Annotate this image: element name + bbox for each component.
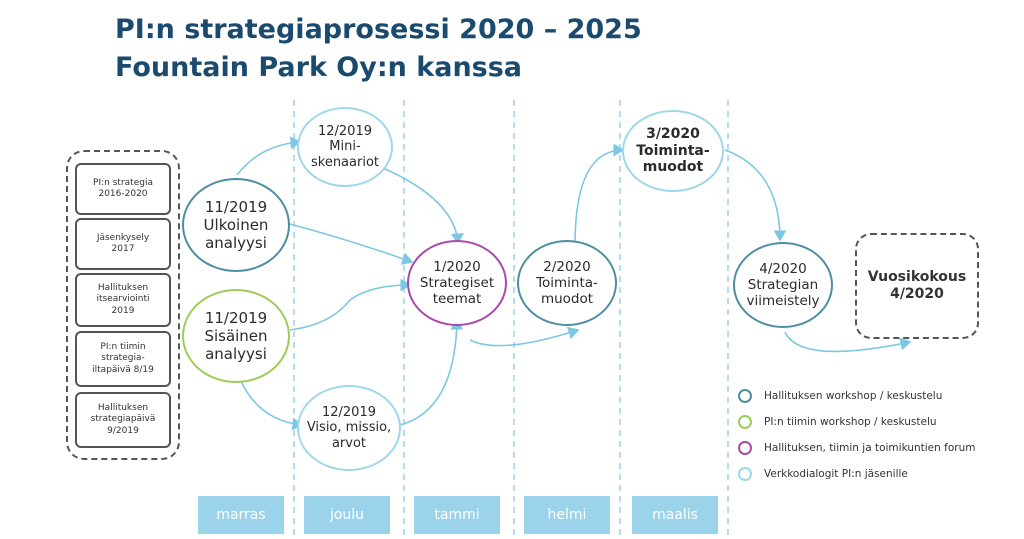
node-toimintamuodot-maalis: 3/2020 Toiminta- muodot [622,110,724,192]
legend-circle-icon [738,467,752,481]
legend-hallitus: Hallituksen workshop / keskustelu [738,389,942,403]
source-tiimin-strategia: PI:n tiimin strategia- iltapäivä 8/19 [75,331,171,387]
sources-group [66,150,180,460]
legend-forum: Hallituksen, tiimin ja toimikuntien foru… [738,441,975,455]
node-visio-missio-arvot: 12/2019 Visio, missio, arvot [297,385,401,471]
node-strategian-viimeistely: 4/2020 Strategian viimeistely [733,242,833,328]
legend-circle-icon [738,389,752,403]
node-ulkoinen-analyysi: 11/2019 Ulkoinen analyysi [182,178,290,272]
node-miniskenaariot: 12/2019 Mini- skenaariot [297,107,393,187]
legend-tiimi: PI:n tiimin workshop / keskustelu [738,415,937,429]
legend-circle-icon [738,415,752,429]
month-joulu: joulu [304,496,390,534]
month-maalis: maalis [632,496,718,534]
node-sisainen-analyysi: 11/2019 Sisäinen analyysi [182,289,290,383]
source-jasenkysely: Jäsenkysely 2017 [75,218,171,270]
final-vuosikokous: Vuosikokous 4/2020 [855,233,979,339]
node-strategiset-teemat: 1/2020 Strategiset teemat [407,240,507,326]
node-toimintamuodot-helmi: 2/2020 Toiminta- muodot [517,240,617,326]
source-itsearviointi: Hallituksen itsearviointi 2019 [75,273,171,327]
legend-circle-icon [738,441,752,455]
source-pi-strategia: PI:n strategia 2016-2020 [75,163,171,215]
connector-arrows [236,136,912,431]
month-tammi: tammi [414,496,500,534]
source-strategiapaiva: Hallituksen strategiapäivä 9/2019 [75,392,171,448]
month-marras: marras [198,496,284,534]
month-helmi: helmi [524,496,610,534]
title-line-2: Fountain Park Oy:n kanssa [115,52,523,83]
legend-verkkodialogit: Verkkodialogit PI:n jäsenille [738,467,908,481]
title-line-1: PI:n strategiaprosessi 2020 – 2025 [115,14,642,45]
